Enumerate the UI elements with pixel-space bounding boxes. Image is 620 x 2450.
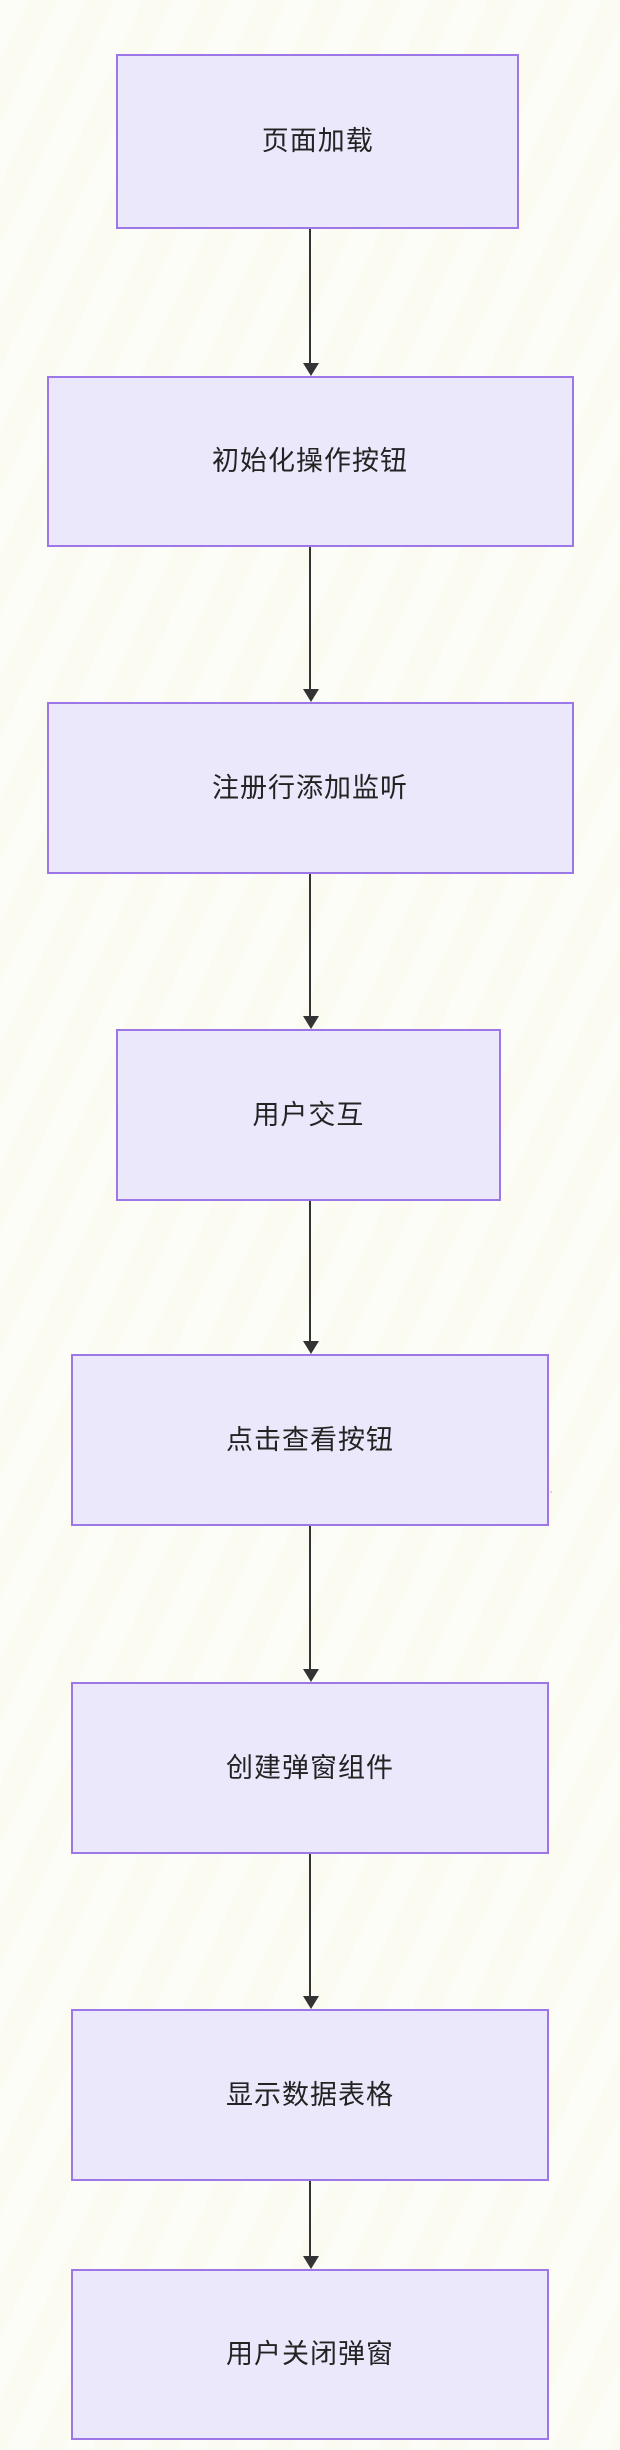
edge-line — [309, 1525, 311, 1671]
edge-arrowhead — [303, 1015, 319, 1029]
edge-arrowhead — [303, 1669, 319, 1683]
edge-arrowhead — [303, 362, 319, 376]
flow-node-n7[interactable]: 显示数据表格 — [71, 2009, 549, 2181]
flow-node-n2[interactable]: 初始化操作按钮 — [46, 375, 574, 548]
edge-line — [309, 873, 311, 1017]
flow-node-label: 页面加载 — [261, 126, 374, 157]
edge-line — [309, 547, 311, 691]
edge-line — [309, 1200, 311, 1343]
edge-arrowhead — [303, 689, 319, 703]
flow-node-label: 用户交互 — [252, 1099, 365, 1130]
flow-node-n5[interactable]: 点击查看按钮 — [71, 1354, 549, 1526]
flow-node-n4[interactable]: 用户交互 — [116, 1029, 501, 1201]
edge-arrowhead — [303, 2255, 319, 2269]
edge-arrowhead — [303, 1995, 319, 2009]
flow-node-label: 初始化操作按钮 — [212, 446, 408, 477]
flow-node-n1[interactable]: 页面加载 — [116, 53, 520, 229]
flow-node-label: 显示数据表格 — [225, 2079, 394, 2110]
flow-node-label: 注册行添加监听 — [212, 772, 408, 803]
flow-node-label: 点击查看按钮 — [225, 1424, 394, 1455]
render-artifact-dot — [550, 1491, 553, 1494]
flow-node-n6[interactable]: 创建弹窗组件 — [71, 1682, 549, 1854]
edge-line — [309, 1853, 311, 1997]
flow-node-label: 创建弹窗组件 — [225, 1752, 394, 1783]
flow-node-n3[interactable]: 注册行添加监听 — [46, 702, 574, 874]
edge-arrowhead — [303, 1341, 319, 1355]
edge-line — [309, 2180, 311, 2257]
flow-node-n8[interactable]: 用户关闭弹窗 — [71, 2268, 549, 2441]
edge-line — [309, 228, 311, 364]
flow-node-label: 用户关闭弹窗 — [225, 2339, 394, 2370]
